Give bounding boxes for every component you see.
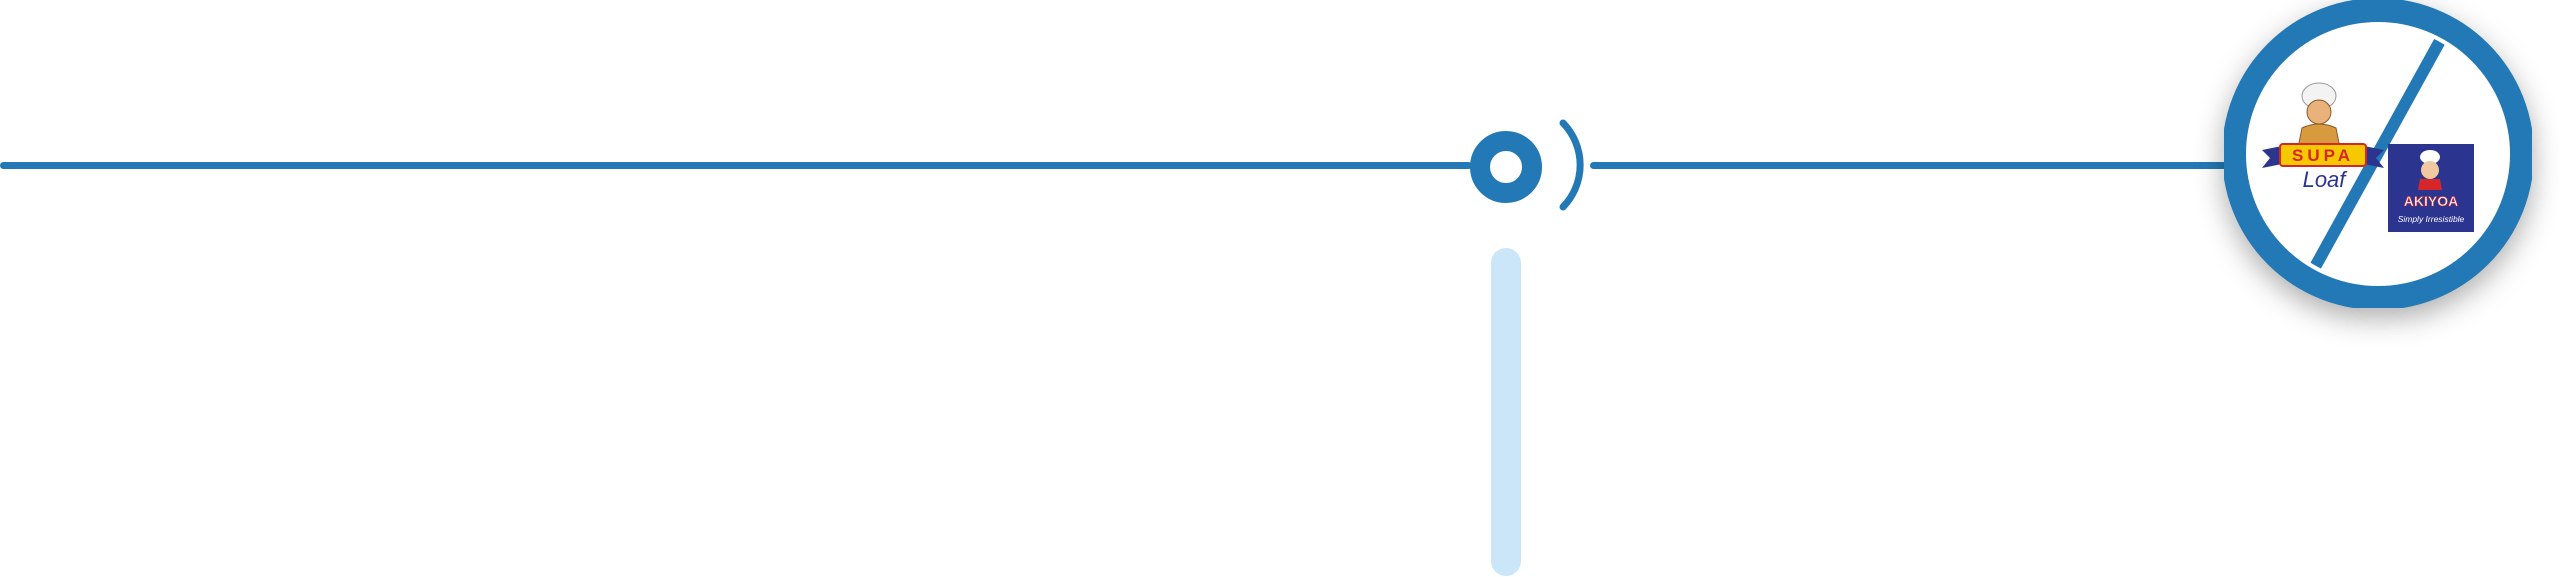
akiyoa-logo: AKIYOA Simply Irresistible [2388,144,2474,232]
akiyoa-tagline: Simply Irresistible [2398,214,2465,224]
akiyoa-logo-text: AKIYOA [2404,193,2458,209]
vertical-connector [1491,248,1521,576]
loaf-logo-text: Loaf [2303,167,2349,192]
ring-node-icon[interactable] [1470,131,1542,203]
supa-loaf-logo: SUPA Loaf [2262,82,2384,192]
timeline-line-left [0,162,1472,169]
brand-badge-graphic: SUPA Loaf AKIYOA Simply Irresistible [2224,0,2532,308]
supa-logo-text: SUPA [2292,146,2354,165]
signal-arc-icon [1559,119,1584,211]
brand-badge[interactable]: SUPA Loaf AKIYOA Simply Irresistible [2224,0,2532,308]
timeline-line-right [1590,162,2240,169]
